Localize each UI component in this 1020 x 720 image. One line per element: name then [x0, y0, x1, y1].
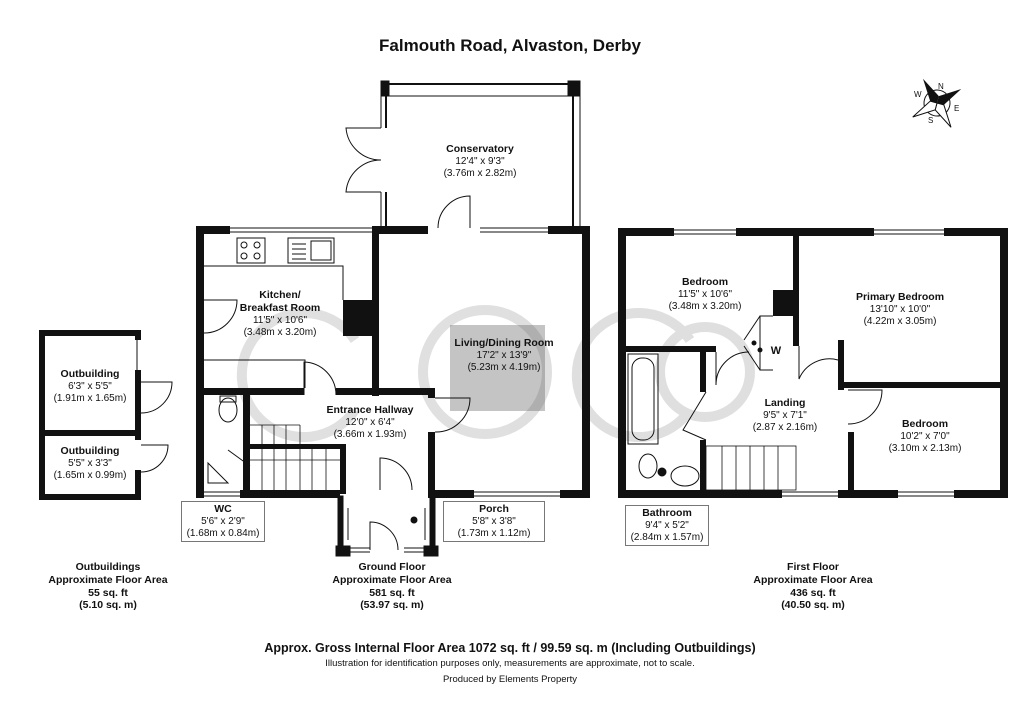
room-label-living: Living/Dining Room 17'2" x 13'9" (5.23m … — [444, 337, 564, 374]
compass-letter-s: S — [928, 116, 934, 125]
disclaimer: Illustration for identification purposes… — [325, 658, 695, 669]
room-imperial: 11'5" x 10'6" — [252, 314, 308, 326]
outbuilding-walls — [39, 330, 141, 500]
room-label-hallway: Entrance Hallway 12'0" x 6'4" (3.66m x 1… — [310, 404, 430, 441]
room-imperial: 12'4" x 9'3" — [455, 155, 505, 167]
area-line: (53.97 sq. m) — [360, 599, 424, 612]
room-name: Bedroom — [681, 276, 729, 288]
room-label-wc: WC 5'6" x 2'9" (1.68m x 0.84m) — [181, 501, 265, 543]
room-imperial: 17'2" x 13'9" — [476, 349, 532, 361]
room-label-bedroom-2: Bedroom 10'2" x 7'0" (3.10m x 2.13m) — [875, 418, 975, 455]
room-imperial: 5'5" x 3'3" — [68, 457, 112, 469]
room-name: Landing — [764, 397, 806, 409]
room-name: Primary Bedroom — [855, 291, 945, 303]
room-name: Bedroom — [901, 418, 949, 430]
outbuilding-doors — [136, 340, 173, 473]
room-label-bathroom: Bathroom 9'4" x 5'2" (2.84m x 1.57m) — [625, 505, 709, 547]
area-outbuildings: Outbuildings Approximate Floor Area 55 s… — [38, 561, 178, 612]
watermark-logo — [236, 305, 755, 442]
room-metric: (2.87 x 2.16m) — [752, 421, 818, 433]
room-label-porch: Porch 5'8" x 3'8" (1.73m x 1.12m) — [443, 501, 545, 543]
area-line: 581 sq. ft — [369, 586, 415, 599]
area-line: (40.50 sq. m) — [781, 599, 845, 612]
room-label-kitchen: Kitchen/ Breakfast Room 11'5" x 10'6" (3… — [210, 289, 350, 339]
room-name: Entrance Hallway — [326, 404, 414, 416]
room-imperial: 5'6" x 2'9" — [201, 515, 245, 527]
room-imperial: 11'5" x 10'6" — [677, 288, 733, 300]
area-first-floor: First Floor Approximate Floor Area 436 s… — [743, 561, 883, 612]
room-metric: (1.73m x 1.12m) — [457, 527, 531, 539]
gross-floor-area: Approx. Gross Internal Floor Area 1072 s… — [264, 641, 756, 655]
room-label-landing: Landing 9'5" x 7'1" (2.87 x 2.16m) — [735, 397, 835, 434]
watermark-block — [450, 325, 545, 411]
compass-letter-n: N — [938, 82, 944, 91]
room-metric: (3.48m x 3.20m) — [668, 300, 742, 312]
area-line: Approximate Floor Area — [48, 573, 168, 586]
area-line: First Floor — [787, 561, 839, 573]
first-floor-walls — [618, 228, 1008, 498]
room-metric: (1.91m x 1.65m) — [53, 392, 127, 404]
room-name: Outbuilding — [60, 445, 120, 457]
compass-letter-w: W — [914, 90, 922, 99]
room-metric: (1.65m x 0.99m) — [53, 469, 127, 481]
room-label-primary-bedroom: Primary Bedroom 13'10" x 10'0" (4.22m x … — [845, 291, 955, 328]
room-imperial: 5'8" x 3'8" — [472, 515, 516, 527]
area-line: Ground Floor — [358, 561, 426, 573]
conservatory-walls — [345, 80, 581, 229]
room-imperial: 6'3" x 5'5" — [68, 380, 112, 392]
compass-rose — [912, 78, 962, 128]
area-line: Outbuildings — [75, 561, 141, 573]
room-metric: (4.22m x 3.05m) — [863, 315, 937, 327]
room-label-bedroom-1: Bedroom 11'5" x 10'6" (3.48m x 3.20m) — [655, 276, 755, 313]
room-metric: (1.68m x 0.84m) — [186, 527, 260, 539]
area-line: 436 sq. ft — [790, 586, 836, 599]
room-metric: (2.84m x 1.57m) — [630, 531, 704, 543]
room-metric: (5.23m x 4.19m) — [467, 361, 541, 373]
room-label-outbuilding-2: Outbuilding 5'5" x 3'3" (1.65m x 0.99m) — [45, 445, 135, 482]
room-label-outbuilding-1: Outbuilding 6'3" x 5'5" (1.91m x 1.65m) — [45, 368, 135, 405]
first-floor-details — [627, 229, 954, 497]
area-line: 55 sq. ft — [88, 586, 128, 599]
room-name: Porch — [479, 503, 509, 515]
area-line: (5.10 sq. m) — [79, 599, 137, 612]
room-metric: (3.48m x 3.20m) — [243, 326, 317, 338]
room-imperial: 12'0" x 6'4" — [345, 416, 395, 428]
room-name: Bathroom — [642, 507, 692, 519]
room-imperial: 10'2" x 7'0" — [900, 430, 950, 442]
room-metric: (3.66m x 1.93m) — [333, 428, 407, 440]
room-imperial: 9'5" x 7'1" — [763, 409, 807, 421]
ground-floor-details — [203, 227, 560, 557]
room-name: WC — [214, 503, 232, 515]
room-metric: (3.76m x 2.82m) — [443, 167, 517, 179]
area-line: Approximate Floor Area — [753, 573, 873, 586]
room-label-wardrobe: W — [770, 345, 782, 357]
page-title: Falmouth Road, Alvaston, Derby — [379, 36, 641, 55]
room-imperial: 13'10" x 10'0" — [869, 303, 931, 315]
room-imperial: 9'4" x 5'2" — [645, 519, 689, 531]
room-name-line2: Breakfast Room — [239, 301, 321, 314]
room-metric: (3.10m x 2.13m) — [888, 442, 962, 454]
room-name: Kitchen/ — [259, 289, 301, 301]
produced-by: Produced by Elements Property — [442, 674, 578, 685]
room-name: Outbuilding — [60, 368, 120, 380]
compass-letter-e: E — [954, 104, 960, 113]
area-ground-floor: Ground Floor Approximate Floor Area 581 … — [322, 561, 462, 612]
room-name: Living/Dining Room — [454, 337, 554, 349]
room-name: Conservatory — [446, 143, 514, 155]
room-label-conservatory: Conservatory 12'4" x 9'3" (3.76m x 2.82m… — [430, 143, 530, 180]
area-line: Approximate Floor Area — [332, 573, 452, 586]
ground-floor-walls — [196, 226, 590, 498]
